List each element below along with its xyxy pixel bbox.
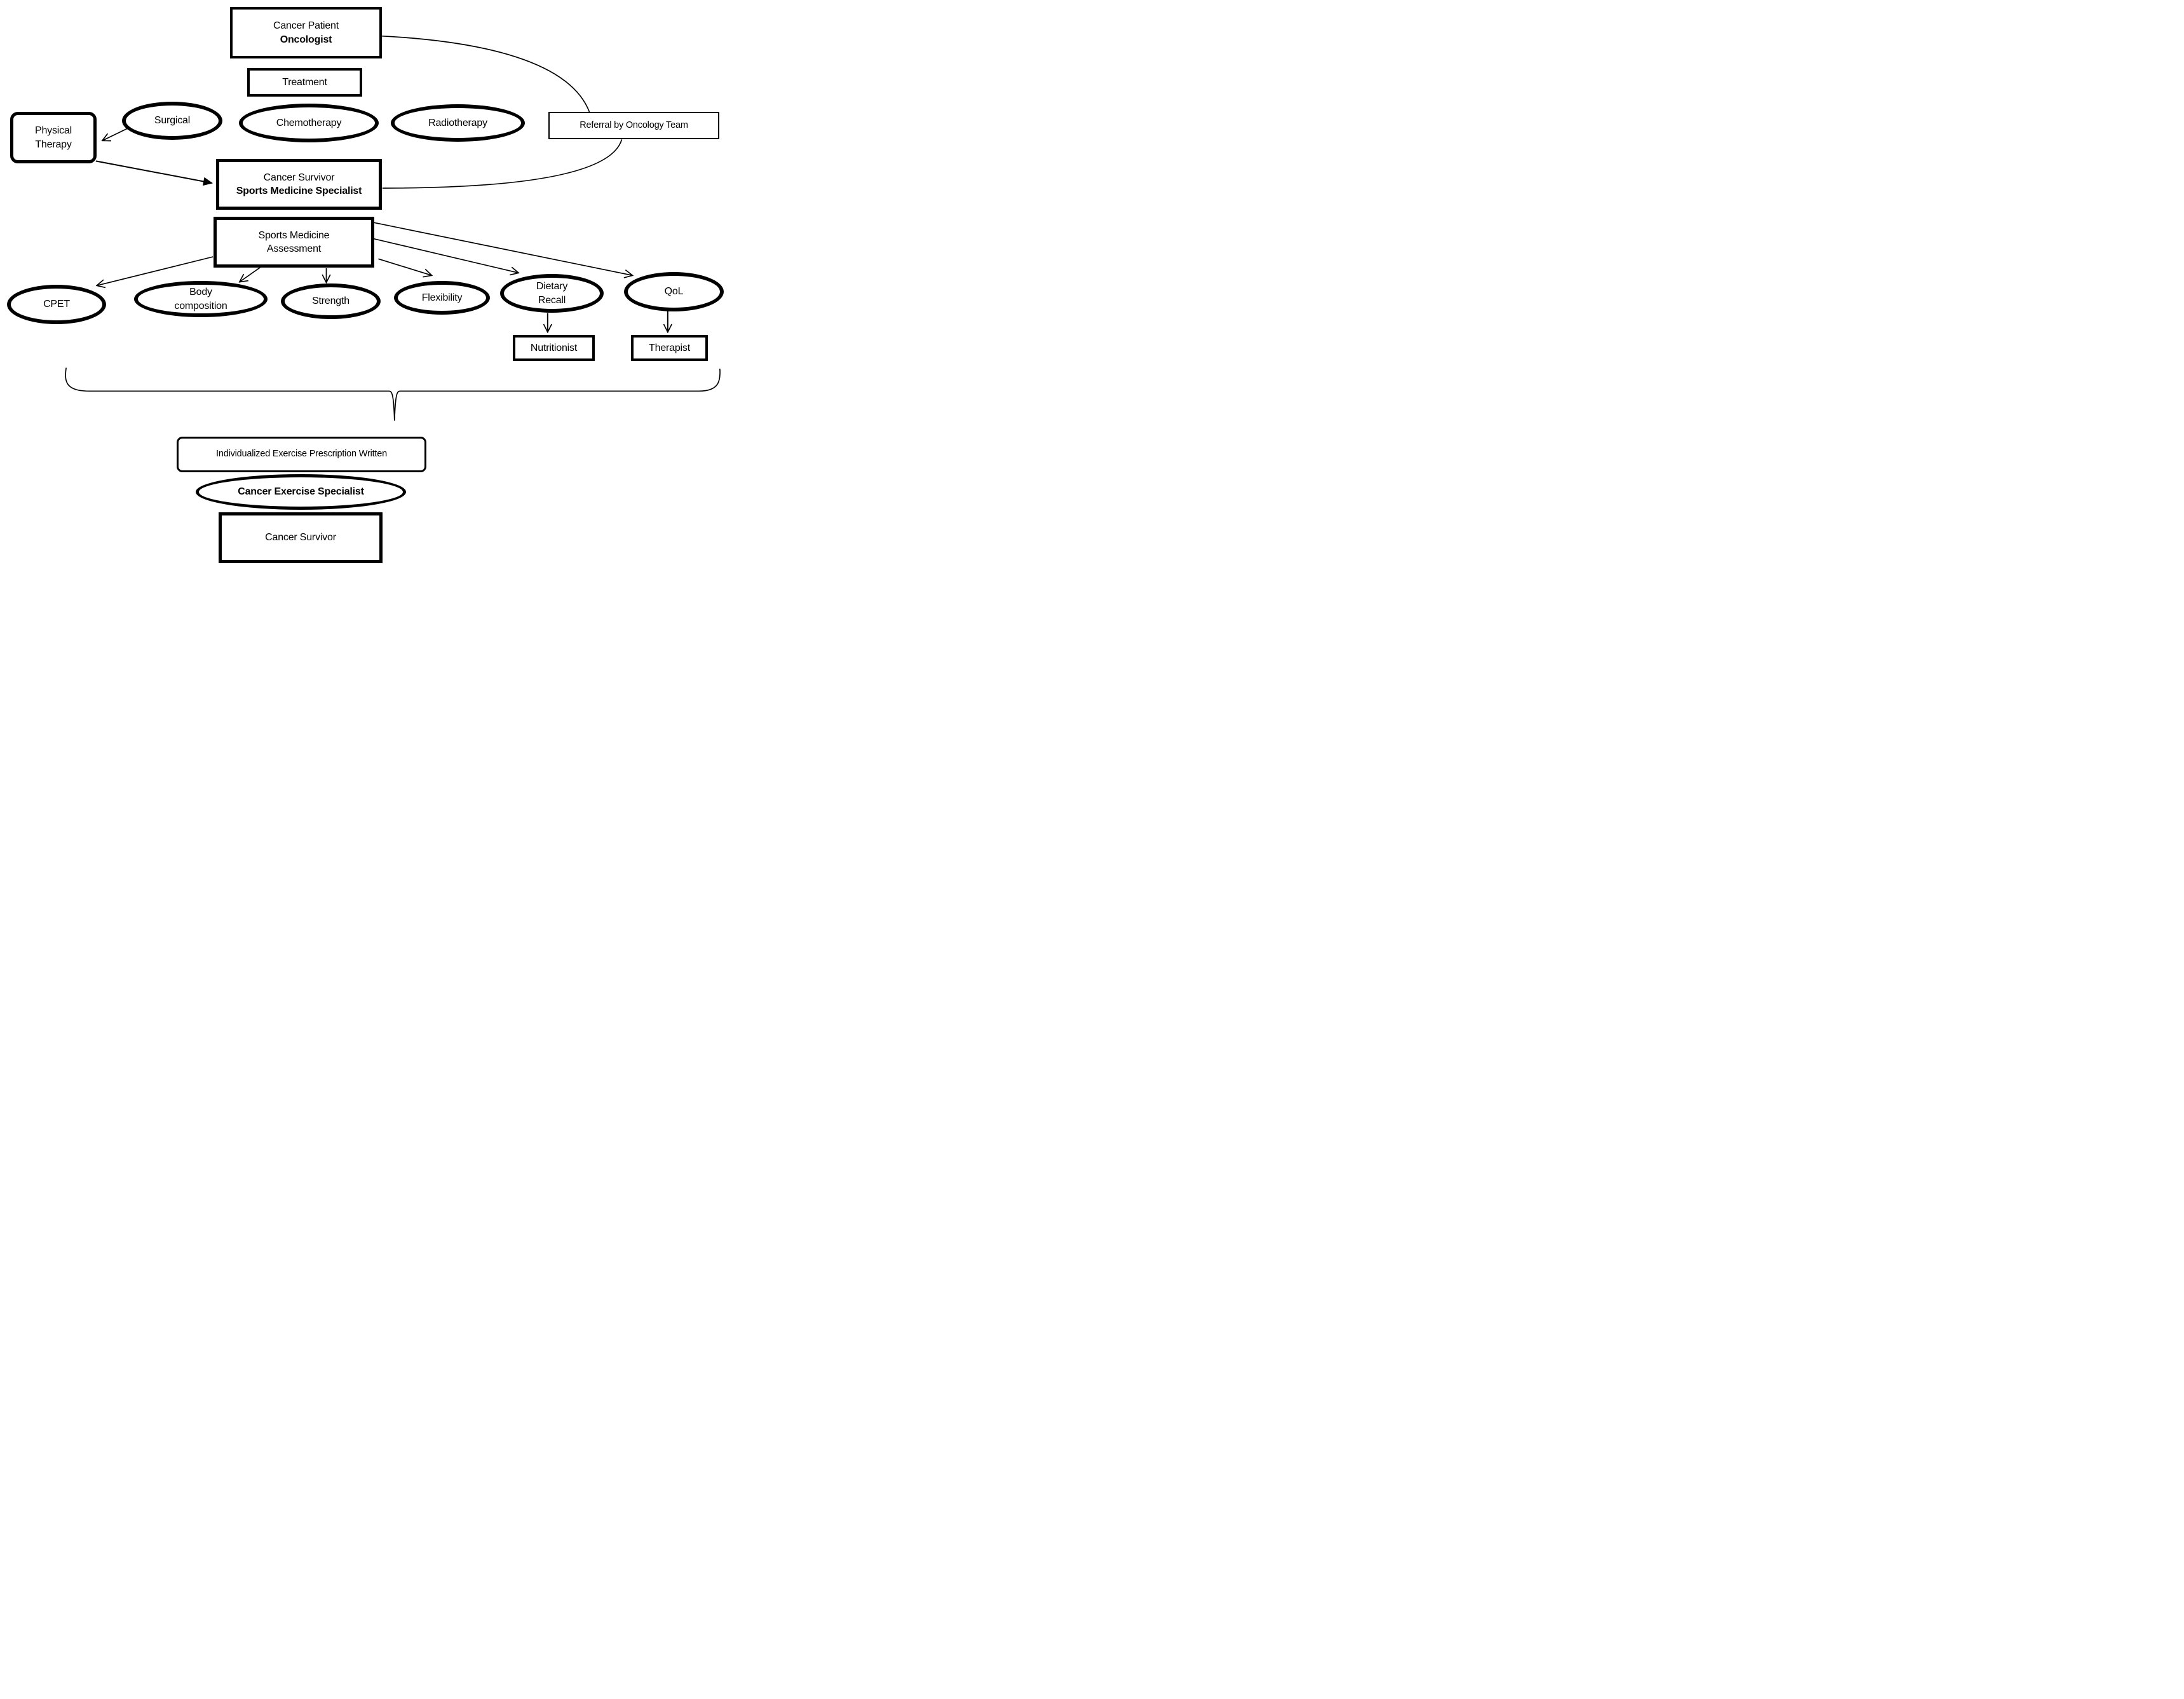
node-physical-therapy-line1: Physical (35, 125, 72, 137)
node-flexibility: Flexibility (394, 281, 490, 315)
node-therapist-label: Therapist (649, 342, 690, 353)
node-cancer-survivor-final: Cancer Survivor (219, 512, 383, 563)
connector-assessment-to-qol (370, 221, 632, 275)
connector-referral-to-survivor (382, 139, 623, 189)
node-surgical: Surgical (122, 102, 222, 140)
connector-assessment-to-flexibility (378, 258, 432, 275)
connector-assessment-to-dietary-recall (372, 238, 519, 273)
node-surgical-label: Surgical (154, 115, 191, 126)
node-body-composition-line2: composition (174, 300, 227, 311)
node-radiotherapy-label: Radiotherapy (428, 117, 487, 128)
node-exercise-prescription-label: Individualized Exercise Prescription Wri… (216, 449, 387, 460)
connector-surgical-to-physical-therapy (102, 126, 132, 140)
node-cpet-label: CPET (43, 299, 70, 310)
connector-physical-therapy-to-survivor (95, 160, 214, 186)
node-referral-label: Referral by Oncology Team (580, 119, 688, 130)
node-cancer-patient-line1: Cancer Patient (273, 20, 339, 32)
node-strength: Strength (281, 283, 381, 319)
node-dietary-recall: Dietary Recall (500, 274, 604, 313)
node-referral-by-oncology-team: Referral by Oncology Team (548, 112, 719, 139)
node-dietary-recall-line1: Dietary (536, 281, 568, 292)
node-cancer-patient-oncologist: Cancer Patient Oncologist (230, 7, 382, 58)
connector-assessment-to-cpet (97, 256, 214, 285)
connector-assessment-to-body-composition (240, 266, 261, 282)
node-radiotherapy: Radiotherapy (391, 104, 525, 142)
node-cancer-survivor-sms-line1: Cancer Survivor (263, 172, 335, 183)
node-nutritionist-label: Nutritionist (530, 342, 578, 353)
connector-layer (65, 35, 721, 421)
node-cancer-survivor-sports-medicine-specialist: Cancer Survivor Sports Medicine Speciali… (216, 159, 382, 210)
connector-patient-to-referral (381, 35, 590, 113)
node-treatment: Treatment (247, 68, 362, 97)
brace-assessments (65, 367, 721, 421)
node-cancer-survivor-sms-line2: Sports Medicine Specialist (236, 186, 362, 196)
node-nutritionist: Nutritionist (513, 335, 595, 361)
flowchart-canvas: Cancer Patient Oncologist Treatment Surg… (0, 0, 728, 566)
node-physical-therapy: Physical Therapy (10, 112, 97, 163)
node-sma-line1: Sports Medicine (258, 229, 330, 241)
node-flexibility-label: Flexibility (421, 292, 463, 303)
node-therapist: Therapist (631, 335, 708, 361)
node-qol-label: QoL (664, 286, 684, 297)
node-cancer-exercise-specialist-label: Cancer Exercise Specialist (238, 486, 364, 498)
node-dietary-recall-line2: Recall (538, 294, 566, 306)
node-sports-medicine-assessment: Sports Medicine Assessment (214, 217, 374, 268)
node-body-composition-line1: Body (189, 287, 212, 298)
node-body-composition: Body composition (134, 281, 268, 317)
node-chemotherapy-label: Chemotherapy (276, 117, 342, 128)
node-chemotherapy: Chemotherapy (239, 104, 379, 142)
node-physical-therapy-line2: Therapy (35, 139, 72, 150)
node-cpet: CPET (7, 285, 106, 324)
node-qol: QoL (624, 272, 724, 311)
node-cancer-exercise-specialist: Cancer Exercise Specialist (196, 474, 406, 510)
node-exercise-prescription: Individualized Exercise Prescription Wri… (177, 437, 426, 472)
node-cancer-survivor-final-label: Cancer Survivor (265, 532, 336, 543)
node-sma-line2: Assessment (266, 243, 322, 254)
node-strength-label: Strength (312, 296, 349, 307)
node-cancer-patient-line2: Oncologist (280, 34, 332, 45)
node-treatment-label: Treatment (282, 76, 327, 88)
